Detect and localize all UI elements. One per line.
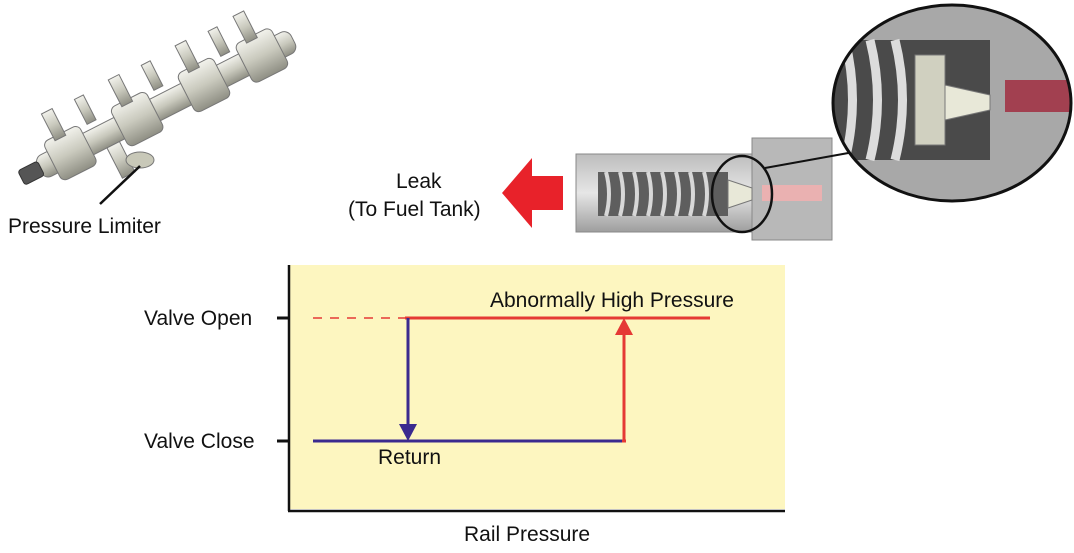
rising-arrowhead xyxy=(615,318,633,335)
falling-arrowhead xyxy=(399,424,417,441)
valve-open-label: Valve Open xyxy=(144,307,253,330)
valve-state-chart xyxy=(277,265,785,513)
pressure-limiter-cross-section xyxy=(575,137,833,241)
rail-pressure-axis-label: Rail Pressure xyxy=(464,523,591,546)
pressure-limiter-leader-line xyxy=(99,165,141,205)
leak-label: Leak xyxy=(396,170,442,193)
leak-destination-label: (To Fuel Tank) xyxy=(348,198,481,221)
common-rail-illustration xyxy=(18,10,297,185)
pressure-limiter-label: Pressure Limiter xyxy=(8,215,161,238)
abnormally-high-pressure-label: Abnormally High Pressure xyxy=(490,289,734,312)
return-label: Return xyxy=(378,446,442,469)
zoomed-valve-detail xyxy=(831,3,1073,203)
valve-close-label: Valve Close xyxy=(144,430,255,453)
leak-arrow xyxy=(502,158,563,228)
chart-plot-area xyxy=(289,265,785,509)
